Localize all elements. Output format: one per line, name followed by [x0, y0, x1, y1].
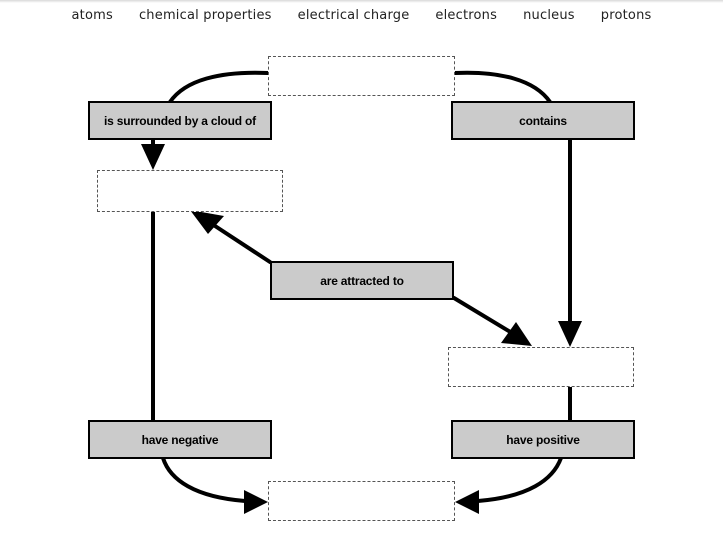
top-rule: [0, 0, 723, 3]
label-negative-text: have negative: [141, 432, 219, 447]
arrowhead-attracted-right: [501, 322, 532, 346]
word-chemical-properties[interactable]: chemical properties: [138, 8, 272, 23]
word-protons[interactable]: protons: [600, 8, 652, 23]
top-blank[interactable]: [268, 56, 455, 96]
word-electrons[interactable]: electrons: [435, 8, 498, 23]
arrowhead-right-blank: [558, 321, 582, 347]
label-contains-text: contains: [519, 113, 567, 128]
word-bank: atoms chemical properties electrical cha…: [0, 8, 723, 23]
label-surrounded-by-cloud: is surrounded by a cloud of: [88, 101, 272, 140]
label-attracted-to: are attracted to: [270, 261, 454, 300]
line-negative-to-bottom: [161, 456, 247, 503]
label-contains: contains: [451, 101, 635, 140]
word-atoms[interactable]: atoms: [71, 8, 113, 23]
bottom-blank[interactable]: [268, 481, 455, 521]
arrowhead-bottom-right: [455, 490, 479, 514]
left-blank[interactable]: [97, 170, 283, 212]
line-top-to-surrounded: [168, 70, 270, 104]
word-nucleus[interactable]: nucleus: [523, 8, 575, 23]
line-positive-to-bottom: [476, 456, 563, 503]
arrowhead-left-blank: [141, 144, 165, 170]
label-positive-text: have positive: [506, 432, 580, 447]
line-top-to-contains: [453, 70, 552, 104]
line-attracted-to-left: [210, 222, 272, 264]
label-have-negative: have negative: [88, 420, 272, 459]
label-have-positive: have positive: [451, 420, 635, 459]
label-attracted-text: are attracted to: [320, 273, 404, 288]
word-electrical-charge[interactable]: electrical charge: [297, 8, 410, 23]
line-attracted-to-right: [452, 296, 514, 335]
label-surrounded-text: is surrounded by a cloud of: [104, 113, 256, 128]
right-blank[interactable]: [448, 347, 634, 387]
arrowhead-attracted-left: [190, 210, 224, 234]
arrowhead-bottom-left: [244, 490, 268, 514]
